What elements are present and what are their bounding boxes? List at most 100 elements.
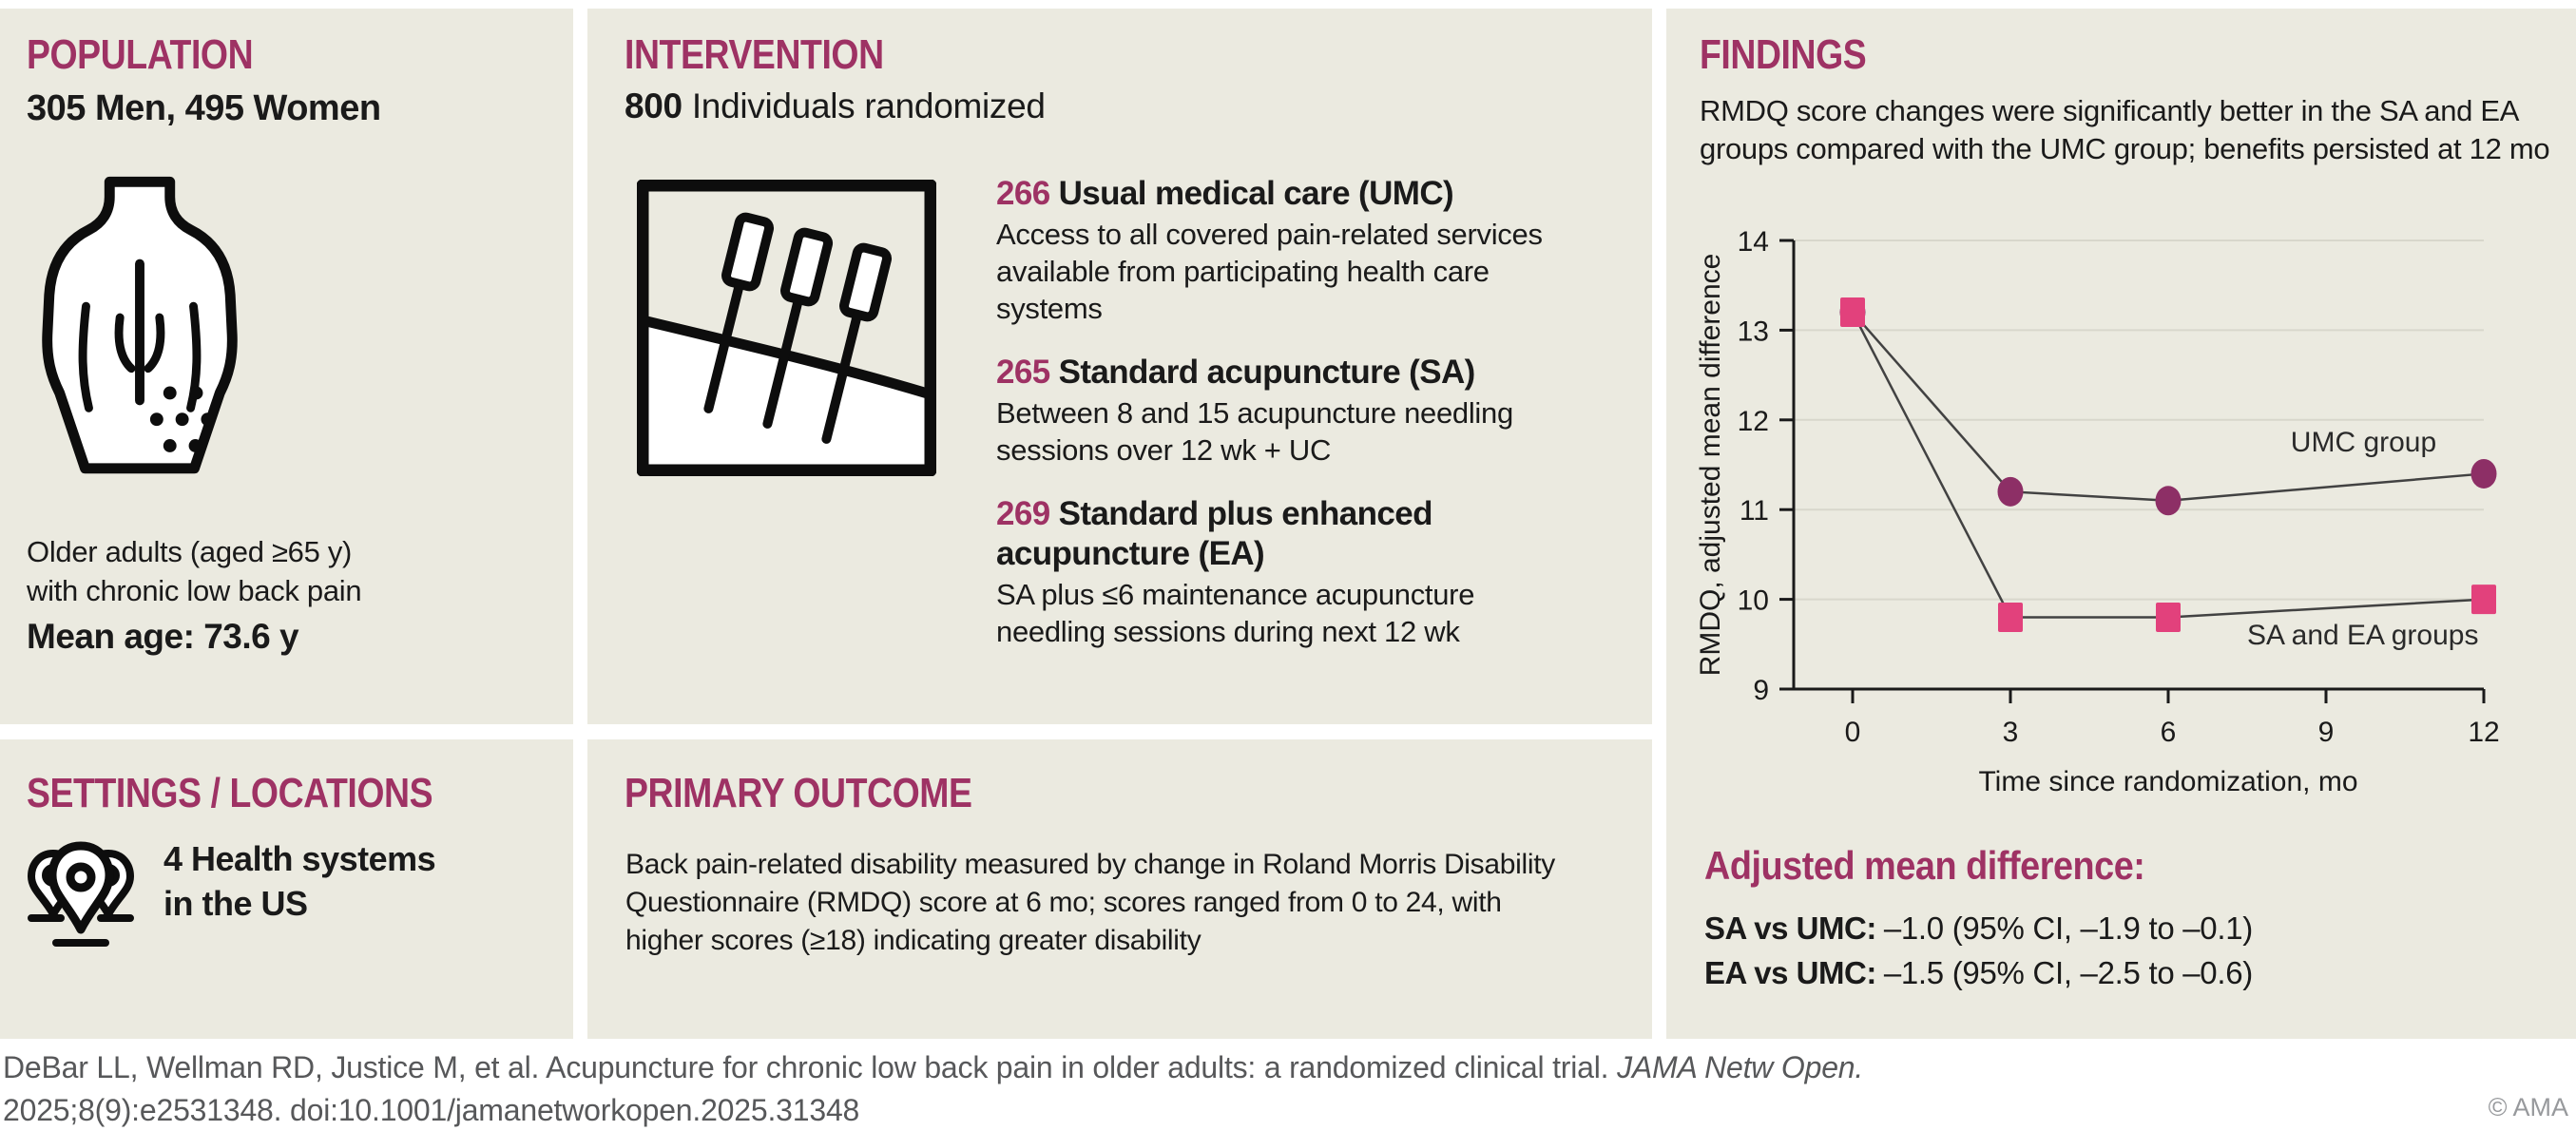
data-point-square bbox=[2471, 585, 2496, 615]
series-label: UMC group bbox=[2291, 427, 2436, 458]
needle-3 bbox=[821, 242, 893, 444]
series-label: SA and EA groups bbox=[2247, 620, 2479, 651]
right-scapula-line bbox=[144, 313, 165, 374]
data-point-circle bbox=[1997, 476, 2024, 507]
data-point-square bbox=[1840, 297, 1865, 328]
series-line bbox=[1851, 311, 2485, 619]
citation-line2: 2025;8(9):e2531348. doi:10.1001/jamanetw… bbox=[3, 1093, 860, 1127]
map-pins-icon bbox=[28, 841, 134, 947]
y-tick-label: 12 bbox=[1738, 406, 1769, 437]
front-pin bbox=[48, 841, 114, 934]
adjusted-mean-difference-heading: Adjusted mean difference: bbox=[1704, 843, 2145, 888]
y-tick-label: 10 bbox=[1738, 585, 1769, 617]
primary-outcome-line: Questionnaire (RMDQ) score at 6 mo; scor… bbox=[625, 887, 1502, 918]
randomized-count: 800 bbox=[625, 86, 682, 125]
group-name: Standard acupuncture (SA) bbox=[1058, 354, 1476, 391]
x-tick-label: 6 bbox=[2161, 717, 2177, 748]
citation: DeBar LL, Wellman RD, Justice M, et al. … bbox=[3, 1046, 1863, 1131]
population-panel: POPULATION 305 Men, 495 Women Older adul… bbox=[0, 9, 573, 724]
findings-text-line: RMDQ score changes were significantly be… bbox=[1700, 94, 2520, 127]
group-desc-line: needling sessions during next 12 wk bbox=[996, 615, 1460, 648]
findings-text: RMDQ score changes were significantly be… bbox=[1700, 92, 2550, 168]
settings-text-line: in the US bbox=[163, 884, 308, 923]
y-axis-title: RMDQ, adjusted mean difference bbox=[1695, 254, 1726, 677]
population-desc: Older adults (aged ≥65 y) with chronic l… bbox=[27, 532, 362, 610]
group-desc-line: systems bbox=[996, 292, 1103, 325]
group-count: 269 bbox=[996, 495, 1050, 532]
citation-line1: DeBar LL, Wellman RD, Justice M, et al. … bbox=[3, 1046, 1863, 1089]
findings-text-line: groups compared with the UMC group; bene… bbox=[1700, 132, 2550, 165]
group-desc: Between 8 and 15 acupuncture needling se… bbox=[996, 394, 1662, 469]
settings-text: 4 Health systems in the US bbox=[163, 836, 436, 926]
pain-dots bbox=[149, 386, 215, 452]
group-desc-line: Between 8 and 15 acupuncture needling bbox=[996, 396, 1513, 430]
population-title: POPULATION bbox=[27, 31, 254, 78]
primary-outcome-panel: PRIMARY OUTCOME Back pain-related disabi… bbox=[587, 739, 1652, 1039]
data-point-circle bbox=[2470, 458, 2497, 489]
group-name: Usual medical care (UMC) bbox=[1058, 175, 1454, 212]
primary-outcome-line: higher scores (≥18) indicating greater d… bbox=[625, 925, 1201, 956]
group-name: Standard plus enhanced bbox=[1058, 495, 1433, 532]
intervention-subtitle: 800 Individuals randomized bbox=[625, 86, 1046, 126]
y-tick-label: 13 bbox=[1738, 316, 1769, 347]
y-tick-label: 14 bbox=[1738, 226, 1769, 258]
randomized-label: Individuals randomized bbox=[691, 86, 1046, 125]
series-line bbox=[1852, 311, 2485, 503]
group-desc: SA plus ≤6 maintenance acupuncture needl… bbox=[996, 576, 1662, 650]
result-sa-vs-umc: SA vs UMC:–1.0 (95% CI, –1.9 to –0.1) bbox=[1704, 906, 2253, 950]
findings-panel: FINDINGS RMDQ score changes were signifi… bbox=[1666, 9, 2576, 1039]
settings-text-line: 4 Health systems bbox=[163, 839, 436, 878]
findings-title: FINDINGS bbox=[1700, 31, 1867, 78]
x-tick-label: 9 bbox=[2318, 717, 2335, 748]
primary-outcome-text: Back pain-related disability measured by… bbox=[625, 846, 1555, 960]
y-tick-label: 9 bbox=[1753, 675, 1769, 706]
group-desc-line: sessions over 12 wk + UC bbox=[996, 433, 1332, 467]
group-count: 266 bbox=[996, 175, 1050, 212]
adjusted-mean-difference-results: SA vs UMC:–1.0 (95% CI, –1.9 to –0.1) EA… bbox=[1704, 906, 2253, 995]
primary-outcome-line: Back pain-related disability measured by… bbox=[625, 849, 1555, 880]
citation-journal: JAMA Netw Open. bbox=[1617, 1050, 1864, 1084]
primary-outcome-title: PRIMARY OUTCOME bbox=[625, 770, 972, 816]
icon-border bbox=[637, 180, 936, 476]
population-subtitle: 305 Men, 495 Women bbox=[27, 88, 381, 128]
population-mean-age: Mean age: 73.6 y bbox=[27, 617, 299, 656]
settings-title: SETTINGS / LOCATIONS bbox=[27, 770, 433, 816]
left-scapula-line bbox=[114, 313, 136, 374]
population-desc-line: with chronic low back pain bbox=[27, 574, 362, 607]
ama-copyright: © AMA bbox=[2488, 1093, 2568, 1121]
left-side-line bbox=[78, 301, 93, 412]
data-point-square bbox=[1998, 602, 2023, 632]
result-value: –1.5 (95% CI, –2.5 to –0.6) bbox=[1883, 955, 2253, 990]
y-tick-label: 11 bbox=[1740, 495, 1769, 527]
result-ea-vs-umc: EA vs UMC:–1.5 (95% CI, –2.5 to –0.6) bbox=[1704, 950, 2253, 995]
intervention-panel: INTERVENTION 800 Individuals randomized bbox=[587, 9, 1652, 724]
result-label: EA vs UMC: bbox=[1704, 955, 1876, 990]
back-pain-icon bbox=[42, 176, 238, 474]
x-tick-label: 12 bbox=[2468, 717, 2499, 748]
intervention-title: INTERVENTION bbox=[625, 31, 884, 78]
x-tick-label: 3 bbox=[2003, 717, 2019, 748]
data-point-square bbox=[2156, 602, 2181, 632]
skin-area bbox=[643, 320, 931, 470]
result-label: SA vs UMC: bbox=[1704, 911, 1876, 946]
x-axis-title: Time since randomization, mo bbox=[1978, 766, 2357, 797]
result-value: –1.0 (95% CI, –1.9 to –0.1) bbox=[1883, 911, 2253, 946]
data-point-circle bbox=[2155, 486, 2182, 516]
citation-text: DeBar LL, Wellman RD, Justice M, et al. … bbox=[3, 1050, 1618, 1084]
group-desc-line: available from participating health care bbox=[996, 255, 1490, 288]
x-tick-label: 0 bbox=[1845, 717, 1861, 748]
settings-panel: SETTINGS / LOCATIONS 4 Health systems in… bbox=[0, 739, 573, 1039]
population-desc-line: Older adults (aged ≥65 y) bbox=[27, 535, 353, 568]
acupuncture-needles-icon bbox=[637, 180, 936, 476]
needle-1 bbox=[703, 212, 775, 413]
group-desc: Access to all covered pain-related servi… bbox=[996, 216, 1662, 327]
needle-2 bbox=[762, 227, 834, 429]
